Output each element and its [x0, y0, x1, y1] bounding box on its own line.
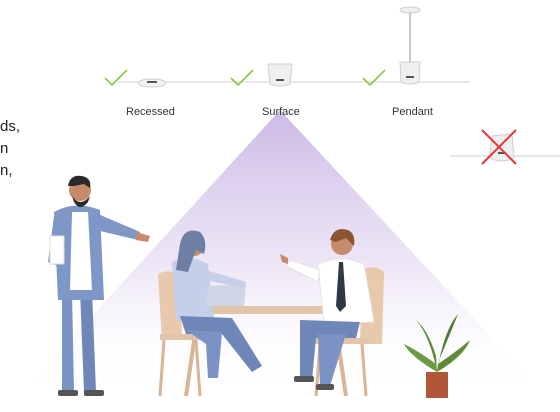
checkmark-icon — [229, 68, 255, 93]
seated-man — [280, 229, 384, 397]
wall-mount-fixture — [482, 128, 520, 173]
seated-woman — [158, 230, 262, 397]
surface-label: Surface — [262, 106, 300, 118]
recessed-label: Recessed — [126, 106, 175, 118]
red-x-icon — [478, 126, 522, 173]
checkmark-icon — [103, 68, 129, 93]
recessed-fixture — [136, 75, 168, 93]
potted-plant — [404, 314, 470, 398]
pendant-label: Pendant — [392, 106, 433, 118]
cut-text-line-2: n — [0, 140, 9, 157]
checkmark-icon — [361, 68, 387, 93]
standing-man — [48, 175, 150, 396]
surface-fixture — [266, 62, 294, 93]
cut-text-line-1: ds, — [0, 118, 21, 135]
cut-text-line-3: n, — [0, 162, 13, 179]
pendant-fixture — [395, 4, 425, 91]
